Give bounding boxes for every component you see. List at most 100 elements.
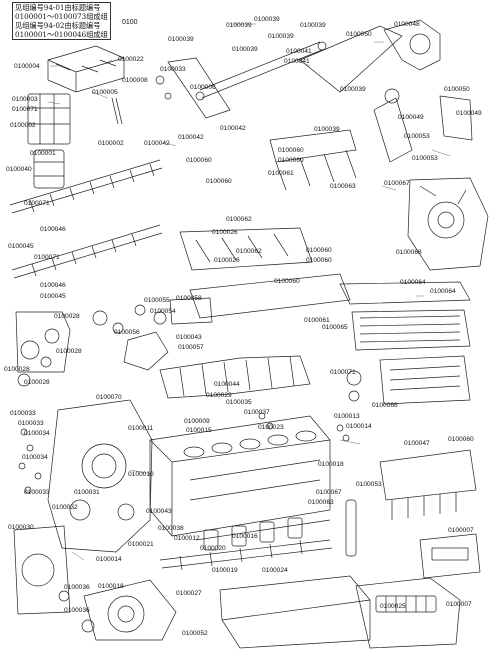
callout-label: 0100024 (262, 567, 288, 574)
callout-label: 0100049 (456, 110, 482, 117)
callout-label: 0100039 (168, 36, 194, 43)
callout-label: 0100060 (448, 436, 474, 443)
callout-label: 0100012 (174, 535, 200, 542)
callout-label: 0100045 (40, 293, 66, 300)
callout-label: 0100023 (258, 424, 284, 431)
injector-bank-shape (379, 449, 477, 501)
callout-label: 0100049 (398, 114, 424, 121)
callout-label: 0100063 (330, 183, 356, 190)
callout-label: 0100010 (128, 471, 154, 478)
engine-block-shape (149, 415, 331, 537)
oil-pan-shape (219, 575, 371, 649)
callout-label: 0100039 (340, 86, 366, 93)
callout-label: 0100011 (128, 425, 154, 432)
callout-label: 0100028 (24, 379, 50, 386)
callout-label: 0100038 (158, 525, 184, 532)
callout-label: 0100007 (448, 527, 474, 534)
callout-label: 0100060 (306, 247, 332, 254)
callout-label: 0100043 (146, 508, 172, 515)
callout-label: 0100005 (92, 89, 118, 96)
callout-label: 0100061 (304, 317, 330, 324)
timing-plate-shape (15, 311, 71, 373)
callout-label: 0100003 (12, 96, 38, 103)
valve-cover-shape (47, 45, 125, 93)
header-note-line: 见组编号94-01由标题编号 (15, 3, 101, 12)
flywheel-housing-shape (83, 579, 177, 641)
callout-label: 0100053 (412, 155, 438, 162)
callout-label: 0100018 (318, 461, 344, 468)
callout-label: 0100071 (34, 254, 60, 261)
callout-label: 0100064 (400, 279, 426, 286)
callout-label: 0100062 (236, 248, 262, 255)
callout-label: 0100067 (316, 489, 342, 496)
callout-label: 0100039 (226, 22, 252, 29)
callout-label: 0100002 (98, 140, 124, 147)
callout-label: 0100044 (214, 381, 240, 388)
callout-label: 0100042 (144, 140, 170, 147)
callout-label: 0100013 (334, 413, 360, 420)
callout-label: 0100028 (54, 313, 80, 320)
callout-label: 0100025 (380, 603, 406, 610)
callout-label: 0100039 (232, 46, 258, 53)
callout-label: 0100035 (226, 399, 252, 406)
callout-label: 0100039 (300, 22, 326, 29)
callout-label: 0100066 (372, 402, 398, 409)
callout-label: 0100037 (244, 409, 270, 416)
drawing-strokes (9, 19, 489, 649)
callout-label: 0100039 (254, 16, 280, 23)
callout-label: 0100029 (206, 392, 232, 399)
callout-label: 0100048 (394, 21, 420, 28)
callout-label: 0100018 (98, 583, 124, 590)
oil-pan-plate-shape (189, 273, 351, 319)
callout-label: 0100058 (176, 295, 202, 302)
callout-label: 0100033 (18, 420, 44, 427)
callout-label: 0100042 (178, 134, 204, 141)
callout-label: 0100014 (96, 556, 122, 563)
fuel-pump-shape (355, 577, 461, 649)
callout-label: 0100064 (430, 288, 456, 295)
callout-label: 0100027 (176, 590, 202, 597)
callout-label: 0100031 (74, 489, 100, 496)
callout-label: 0100033 (10, 410, 36, 417)
filter-shape (345, 499, 357, 557)
callout-label: 0100060 (278, 157, 304, 164)
callout-label: 0100036 (64, 584, 90, 591)
header-note-line: 0100001～0100073组成组 (15, 12, 108, 21)
callout-label: 0100060 (306, 257, 332, 264)
turbocharger-shape (407, 177, 489, 271)
callout-label: 0100028 (4, 366, 30, 373)
callout-label: 0100001 (30, 150, 56, 157)
cylinder-head-shape (27, 93, 71, 145)
callout-label: 0100053 (356, 481, 382, 488)
callout-label: 0100030 (8, 524, 34, 531)
callout-label: 0100026 (214, 257, 240, 264)
callout-label: 0100046 (40, 226, 66, 233)
callout-label: 0100020 (200, 545, 226, 552)
callout-label: 0100021 (128, 541, 154, 548)
callout-label: 0100052 (182, 630, 208, 637)
crankshaft-shape (159, 539, 333, 569)
callout-label: 0100055 (144, 297, 170, 304)
callout-label: 0100022 (118, 56, 144, 63)
callout-label: 0100040 (6, 166, 32, 173)
callout-label: 0100004 (14, 63, 40, 70)
callout-label: 0100056 (114, 329, 140, 336)
header-note-line: 0100001～0100046组成组 (15, 30, 108, 39)
callout-label: 0100046 (40, 282, 66, 289)
callout-label: 0100033 (160, 66, 186, 73)
callout-label: 0100047 (404, 440, 430, 447)
callout-label: 0100057 (178, 344, 204, 351)
callout-label: 0100039 (268, 33, 294, 40)
callout-label: 0100060 (274, 278, 300, 285)
header-note: 见组编号94-01由标题编号 0100001～0100073组成组 见组编号94… (12, 2, 111, 40)
callout-label: 0100015 (186, 427, 212, 434)
callout-label: 0100063 (308, 499, 334, 506)
callout-label: 0100009 (184, 418, 210, 425)
callout-label: 0100050 (346, 31, 372, 38)
callout-label: 0100060 (278, 147, 304, 154)
callout-label: 0100039 (314, 126, 340, 133)
callout-label: 0100006 (190, 84, 216, 91)
callout-label: 0100014 (346, 423, 372, 430)
